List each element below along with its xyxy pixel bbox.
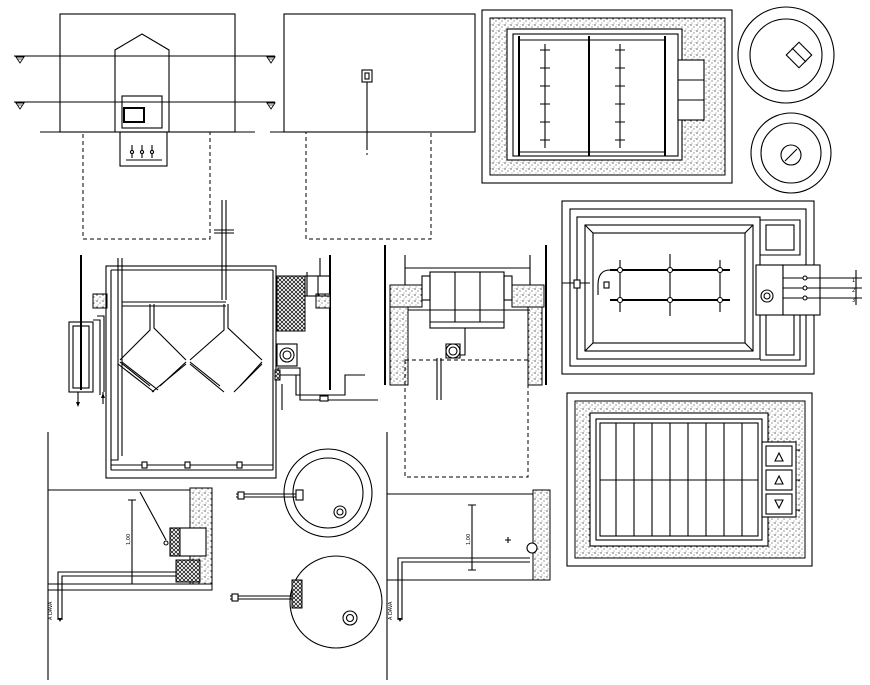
- distribution-manifold: [117, 304, 263, 393]
- pipe-tag-1: 1: [852, 278, 855, 284]
- round-chamber-plan-top: [236, 448, 373, 538]
- clarifier-section: [384, 245, 547, 478]
- side-elevation-view: [270, 13, 476, 240]
- level-marker-icon: [15, 102, 25, 110]
- pipe-fittings-icon: [129, 145, 155, 158]
- valve-down-icon: [774, 499, 784, 510]
- pipe-tag-2: 2: [852, 288, 855, 294]
- roof-section-view: [14, 13, 276, 240]
- clarifier-plan-view: 1 2 3: [561, 200, 862, 375]
- drain-label-right: A DAVA: [388, 601, 394, 620]
- manhole-cover-round: [750, 112, 832, 194]
- diffuser-grid: [597, 254, 730, 316]
- level-marker-icon: [15, 56, 25, 64]
- filter-bed-plan-view: [566, 392, 813, 567]
- valve-up-icon: [774, 451, 784, 462]
- dim-label-left: 1,00: [126, 534, 132, 545]
- dim-label-right: 1,00: [466, 534, 472, 545]
- diffuser-lines: [540, 44, 625, 148]
- round-chamber-plan-bottom: [230, 555, 383, 649]
- pipe-tag-3: 3: [852, 298, 855, 304]
- drain-label-left: A DAVA: [48, 601, 54, 620]
- drain-pit-section-left: 1,00 A DAVA: [47, 432, 213, 680]
- drain-pit-section-right: 1,00 A DAVA: [386, 432, 551, 680]
- floor-drain-icon: [141, 461, 243, 469]
- level-marker-icon: [266, 102, 276, 110]
- valve-icon: [774, 474, 784, 485]
- manhole-cover-square: [737, 6, 835, 104]
- level-marker-icon: [266, 56, 276, 64]
- filter-tank-section: [68, 200, 378, 479]
- lateral-pipes: [600, 423, 758, 536]
- tank-plan-view-top: [481, 9, 733, 184]
